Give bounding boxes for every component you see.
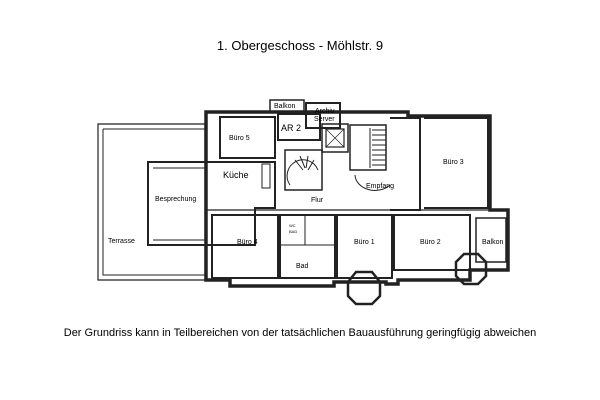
label-bad: Bad bbox=[296, 263, 309, 270]
bay-window-buero2 bbox=[454, 252, 488, 286]
bay-window-buero1 bbox=[346, 270, 382, 306]
page-title: 1. Obergeschoss - Möhlstr. 9 bbox=[216, 38, 384, 53]
empfang-walls bbox=[390, 117, 421, 211]
lift-cross bbox=[325, 128, 345, 148]
label-buero5: Büro 5 bbox=[229, 135, 250, 142]
buero1-walls bbox=[336, 214, 393, 279]
label-besprechung: Besprechung bbox=[155, 196, 196, 203]
buero4-walls bbox=[211, 214, 279, 279]
main-stair bbox=[349, 124, 387, 171]
terrace-inner-outline bbox=[102, 128, 205, 276]
balkon-top-outline bbox=[269, 99, 305, 113]
spiral-arc bbox=[286, 159, 319, 186]
besprechung-inner bbox=[153, 167, 206, 241]
besprechung-walls bbox=[147, 161, 276, 246]
lift-shaft bbox=[325, 128, 345, 148]
label-empfang: Empfang bbox=[366, 183, 394, 190]
spiral-steps bbox=[294, 155, 315, 171]
label-server: Server bbox=[314, 116, 335, 123]
building-outline bbox=[204, 110, 510, 288]
label-terrasse: Terrasse bbox=[108, 238, 135, 245]
empfang-arc bbox=[354, 174, 391, 191]
buero5-walls bbox=[219, 116, 276, 159]
stair-core bbox=[321, 123, 349, 153]
label-archiv: Archiv bbox=[315, 108, 335, 115]
sanitary-block bbox=[279, 214, 336, 279]
label-buero3: Büro 3 bbox=[443, 159, 464, 166]
buero3-walls bbox=[424, 117, 489, 209]
label-buero4: Büro 4 bbox=[237, 239, 258, 246]
spiral-stair bbox=[284, 149, 323, 191]
ar2-walls bbox=[277, 113, 321, 141]
label-wc-bad: BAD bbox=[289, 229, 297, 234]
disclaimer-text: Der Grundriss kann in Teilbereichen von … bbox=[63, 327, 537, 339]
label-wc: WC bbox=[289, 223, 296, 228]
label-buero1: Büro 1 bbox=[354, 239, 375, 246]
sanitary-divider bbox=[280, 215, 335, 246]
buero2-walls bbox=[393, 214, 471, 271]
kitchen-counter bbox=[261, 163, 271, 189]
label-flur: Flur bbox=[311, 197, 324, 204]
archiv-outline bbox=[305, 102, 341, 129]
label-balkon-top: Balkon bbox=[274, 103, 296, 110]
label-kueche: Küche bbox=[223, 170, 249, 180]
balkon-right-outline bbox=[475, 217, 507, 263]
main-stair-steps bbox=[372, 129, 386, 166]
label-balkon-right: Balkon bbox=[482, 239, 504, 246]
label-buero2: Büro 2 bbox=[420, 239, 441, 246]
label-ar2: AR 2 bbox=[281, 123, 301, 133]
